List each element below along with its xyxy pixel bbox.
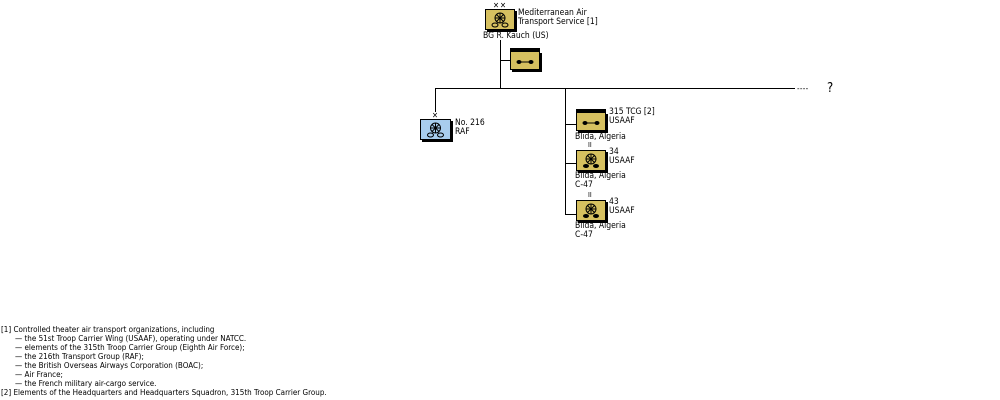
hq-name-line1: Mediterranean Air <box>518 8 587 18</box>
sq43-location: Blida, Algeria <box>575 221 626 231</box>
aviation-propeller-icon <box>583 153 599 168</box>
footnotes: [1] Controlled theater air transport org… <box>1 325 327 397</box>
aviation-propeller-icon <box>427 122 444 138</box>
hq-commander: BG R. Kauch (US) <box>483 31 549 41</box>
footnote-1-item: — elements of the 315th Troop Carrier Gr… <box>15 343 245 352</box>
main-horizontal-line <box>435 88 795 89</box>
footnote-1-item: — the 51st Troop Carrier Wing (USAAF), o… <box>15 334 247 343</box>
footnote-2: [2] Elements of the Headquarters and Hea… <box>1 388 327 397</box>
raf-drop-line <box>435 88 436 112</box>
aviation-propeller-icon <box>583 203 599 218</box>
hq-company-connector <box>500 60 510 61</box>
raf-line1: No. 216 <box>455 118 485 128</box>
sq34-aircraft: C-47 <box>575 180 593 190</box>
tcg-location: Blida, Algeria <box>575 132 626 142</box>
sq34-unit-symbol <box>576 150 606 171</box>
footnote-1-item: — Air France; <box>15 370 63 379</box>
sq34-size-marks: II <box>588 141 592 149</box>
sq43-line2: USAAF <box>609 206 635 216</box>
aviation-propeller-icon <box>491 12 509 28</box>
tcg-line2: USAAF <box>609 116 635 126</box>
unknown-branch-dashes: - - - - <box>797 84 808 93</box>
tcg-connector <box>565 124 576 125</box>
sq34-line2: USAAF <box>609 156 635 166</box>
tcg-unit-symbol <box>576 109 606 131</box>
unknown-branch-label: ? <box>827 81 834 96</box>
us-branch-vertical-line <box>565 88 566 215</box>
hq-vertical-line <box>500 40 501 88</box>
footnote-1: [1] Controlled theater air transport org… <box>1 325 215 334</box>
sq43-connector <box>565 214 576 215</box>
air-transport-icon <box>516 60 534 64</box>
tcg-line1: 315 TCG [2] <box>609 107 655 117</box>
sq34-connector <box>565 163 576 164</box>
hq-company-bar <box>510 48 540 51</box>
sq43-unit-symbol <box>576 200 606 221</box>
hq-unit-symbol <box>485 9 515 30</box>
footnote-1-item: — the British Overseas Airways Corporati… <box>15 361 204 370</box>
sq34-line1: 34 <box>609 147 619 157</box>
sq34-location: Blida, Algeria <box>575 171 626 181</box>
raf-unit-symbol <box>420 119 451 140</box>
tcg-group-bar <box>576 109 606 112</box>
sq43-aircraft: C-47 <box>575 230 593 240</box>
sq43-size-marks: II <box>588 191 592 199</box>
sq43-line1: 43 <box>609 197 619 207</box>
raf-size-mark: ✕ <box>432 111 439 120</box>
footnote-1-item: — the 216th Transport Group (RAF); <box>15 352 144 361</box>
hq-size-marks: ✕✕ <box>493 1 508 10</box>
hq-name-line2: Transport Service [1] <box>518 17 598 27</box>
raf-line2: RAF <box>455 127 470 137</box>
air-transport-icon <box>582 121 600 125</box>
footnote-1-item: — the French military air-cargo service. <box>15 379 157 388</box>
hq-company-symbol <box>510 48 540 70</box>
